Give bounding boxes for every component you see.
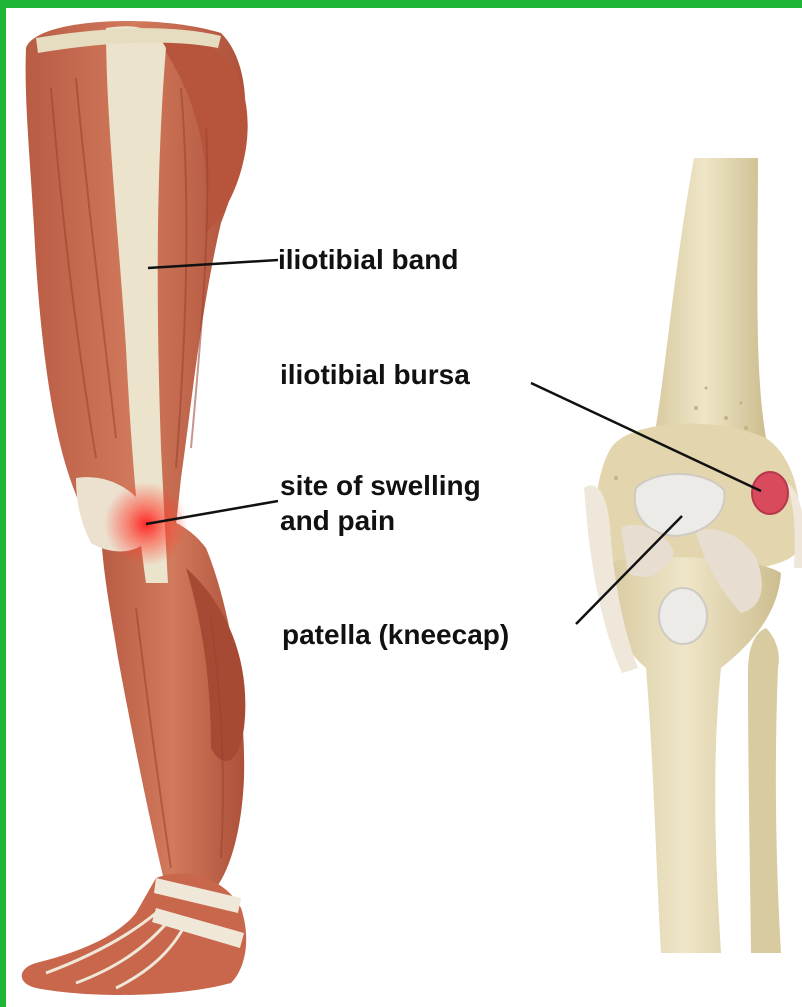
- knee-bones-illustration: [584, 158, 802, 953]
- label-swelling-line2: and pain: [280, 504, 395, 538]
- label-iliotibial-band: iliotibial band: [278, 243, 458, 277]
- anatomy-illustration: [6, 8, 802, 1007]
- label-patella: patella (kneecap): [282, 618, 509, 652]
- leg-muscles-illustration: [22, 21, 248, 995]
- label-iliotibial-bursa: iliotibial bursa: [280, 358, 470, 392]
- patella-shape: [659, 588, 707, 644]
- label-swelling-line1: site of swelling: [280, 469, 481, 503]
- bursa-shape: [752, 472, 788, 514]
